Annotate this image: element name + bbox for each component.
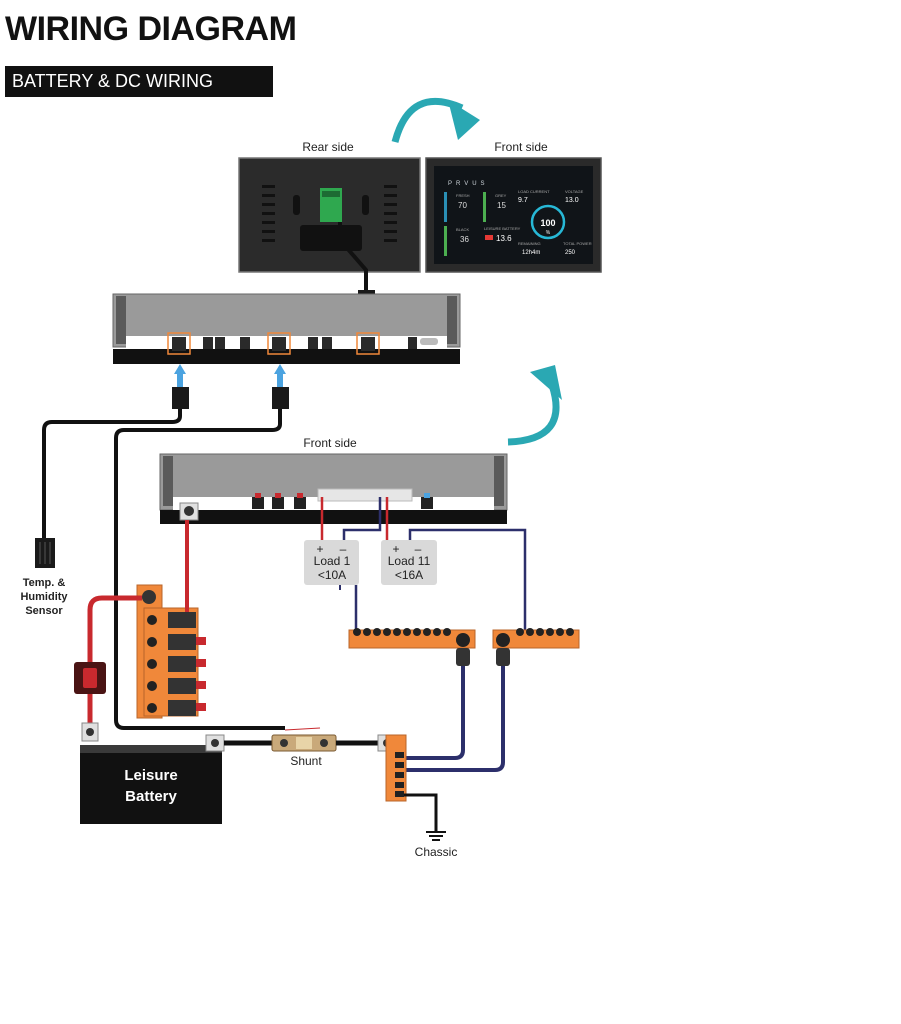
- control-panel-screen: PRVUS FRESH 70 GREY 15 BLACK 36 LOAD CUR…: [425, 157, 602, 273]
- load-11-name: Load 11: [388, 554, 431, 568]
- screen-brand: PRVUS: [448, 181, 489, 187]
- leisure-battery: [80, 745, 222, 824]
- fresh-label: FRESH: [456, 193, 470, 198]
- remaining-value: 12h4m: [522, 250, 540, 256]
- shunt-label: Shunt: [290, 754, 322, 768]
- load-1-plus: +: [316, 542, 323, 556]
- total-power-value: 250: [565, 250, 576, 256]
- front-side-label-lower: Front side: [303, 436, 357, 450]
- total-power-label: TOTAL POWER: [563, 241, 592, 246]
- load-1-box: + – Load 1 <10A: [304, 540, 359, 585]
- load-11-plus: +: [392, 542, 399, 556]
- negative-bus-bar-left: [348, 628, 476, 649]
- chassis-label: Chassic: [415, 845, 458, 859]
- black-value: 36: [460, 235, 469, 244]
- shunt: [271, 734, 337, 752]
- load-11-rating: <16A: [395, 568, 423, 582]
- front-side-label: Front side: [494, 140, 548, 154]
- sensor-plug: [172, 387, 189, 409]
- load-11-box: + – Load 11 <16A: [381, 540, 437, 585]
- load-1-name: Load 1: [314, 554, 351, 568]
- battery-label-line1: Leisure: [124, 767, 177, 784]
- page-title: WIRING DIAGRAM: [5, 10, 297, 48]
- grey-value: 15: [497, 201, 506, 210]
- sensor-label-line3: Sensor: [25, 605, 63, 617]
- leisure-battery-value: 13.6: [496, 234, 512, 243]
- battery-label-line2: Battery: [125, 788, 177, 805]
- leisure-battery-label: LEISURE BATTERY: [484, 226, 521, 231]
- black-label: BLACK: [456, 227, 469, 232]
- distribution-unit-rear: [112, 293, 461, 364]
- sensor-label-line1: Temp. &: [23, 577, 66, 589]
- control-panel-rear: [238, 157, 421, 273]
- sensor-label-line2: Humidity: [20, 591, 68, 603]
- fuse-block: [136, 584, 206, 719]
- rear-side-label: Rear side: [302, 140, 354, 154]
- negative-bus-bar-right: [492, 628, 580, 649]
- gauge-value: 100: [540, 218, 555, 228]
- chassis-ground-icon: [426, 831, 446, 841]
- grey-label: GREY: [495, 193, 507, 198]
- fresh-value: 70: [458, 201, 467, 210]
- voltage-label: VOLTAGE: [565, 189, 584, 194]
- load-current-label: LOAD CURRENT: [518, 189, 550, 194]
- section-header-bar: [5, 66, 273, 97]
- section-subtitle: BATTERY & DC WIRING: [12, 71, 214, 91]
- load-11-minus: –: [415, 542, 422, 556]
- flip-arrow-bottom-icon: [507, 365, 562, 446]
- main-negative-bus: [385, 734, 407, 802]
- distribution-unit-front: [159, 453, 508, 524]
- shunt-plug: [272, 387, 289, 409]
- remaining-label: REMAINING: [518, 241, 541, 246]
- gauge-unit: %: [546, 230, 551, 236]
- flip-arrow-top-icon: [391, 97, 480, 143]
- voltage-value: 13.0: [565, 197, 579, 204]
- load-1-rating: <10A: [318, 568, 346, 582]
- load-current-value: 9.7: [518, 197, 528, 204]
- load-1-minus: –: [340, 542, 347, 556]
